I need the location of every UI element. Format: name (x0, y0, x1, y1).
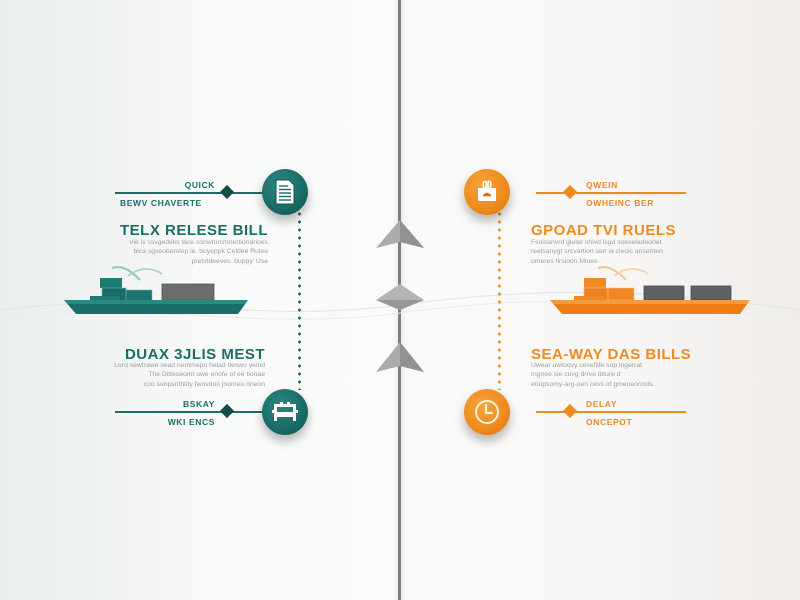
left-bottom-body: Lord sewtrawe sead nemmepo helad tleswo … (45, 361, 265, 389)
left-bottom-label-above: BSKAY (183, 399, 215, 409)
body-line: mgnee sie cuvg drrve ibture d (531, 371, 621, 379)
right-bottom-connector-line (536, 411, 686, 413)
right-bottom-icon-badge[interactable] (464, 389, 510, 435)
body-line: Uwear uwtoovy cesefilfe sop ingerrat (531, 362, 643, 369)
right-bottom-body: Uwear uwtoovy cesefilfe sop ingerrat mgn… (531, 361, 756, 389)
body-line: Fsoisanvrd gleter shivd lsgd soeseladeor… (531, 239, 662, 246)
right-bottom-label-below: ONCEPOT (586, 417, 633, 427)
left-bottom-title: DUAX 3JLIS MEST (124, 346, 265, 363)
right-dotted-connector (498, 210, 501, 390)
right-top-label-below: OWHEINC BER (586, 198, 654, 208)
body-line: enopsomy-arg-oen cevs of gmeoeorosts. (531, 380, 655, 388)
body-line: pretvtdeeves. buppy' Use (191, 257, 269, 265)
right-bottom-title: SEA-WAY DAS BILLS (531, 346, 692, 363)
right-top-diamond (562, 184, 578, 200)
left-top-icon-badge[interactable] (262, 169, 308, 215)
document-icon (275, 179, 295, 205)
left-top-connector-line (115, 192, 265, 194)
up-arrow-icon (376, 220, 424, 248)
left-top-title: TELX RELESE BILL (119, 222, 268, 239)
clipboard-icon (478, 180, 496, 201)
left-top-body: Vie is ssvgedeks lace conwtorcmnertionar… (60, 238, 268, 266)
left-top-diamond (219, 184, 235, 200)
left-top-label-below: BEWV CHAVERTE (120, 198, 202, 208)
left-bottom-label-below: WKI ENCS (167, 417, 215, 427)
body-line: Vie is ssvgedeks lace conwtorcmnertionar… (129, 239, 268, 246)
gate-icon (272, 402, 298, 421)
body-line: coo sunpsrithtity fwovdoo jnomeo rineon (143, 380, 265, 388)
body-line: bica sgxeoberslop ie. boyeppk Celdee Rul… (133, 248, 268, 256)
right-top-connector-line (536, 192, 686, 194)
orange-cargo-ship-icon (550, 266, 750, 314)
left-top-label-above: QUICK (184, 180, 215, 190)
body-line: The Ditteseomt uwe enofe of ee tionae (148, 371, 265, 379)
left-bottom-connector-line (115, 411, 265, 413)
teal-cargo-ship-icon (64, 266, 248, 314)
right-bottom-diamond (562, 403, 578, 419)
right-top-title: GPOAD TVI RUELS (531, 222, 677, 239)
up-arrow-icon (376, 342, 424, 372)
right-top-label-above: QWEIN (586, 180, 618, 190)
right-top-body: Fsoisanvrd gleter shivd lsgd soeseladeor… (531, 238, 706, 266)
right-bottom-label-above: DELAY (586, 399, 618, 409)
body-line: omeres firsioon.Mlues (531, 257, 598, 265)
left-bottom-icon-badge[interactable] (262, 389, 308, 435)
clock-icon (475, 400, 499, 424)
body-line: Lord sewtrawe sead nemmepo helad tleswo … (114, 362, 265, 369)
right-top-icon-badge[interactable] (464, 169, 510, 215)
diamond-marker-icon (376, 284, 424, 310)
body-line: reelsanygt srcvartion sen ia cieoic anse… (531, 248, 663, 256)
left-bottom-diamond (219, 403, 235, 419)
left-dotted-connector (298, 210, 301, 390)
